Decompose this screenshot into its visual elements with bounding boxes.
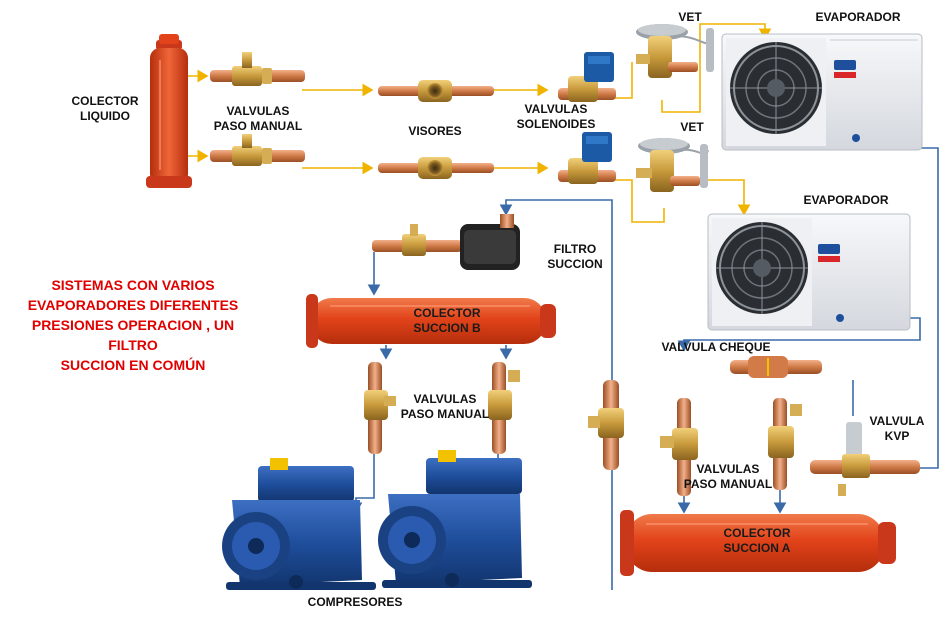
suction-collector-a bbox=[620, 510, 896, 576]
label-line: SUCCION bbox=[547, 257, 603, 271]
suction-line-main bbox=[499, 199, 613, 590]
label-line: KVP bbox=[884, 429, 910, 443]
liquid-line-9 bbox=[661, 23, 772, 113]
compressor-2 bbox=[378, 450, 532, 588]
manual-valve-top-2 bbox=[210, 134, 305, 166]
label-compresores: COMPRESORES bbox=[300, 595, 410, 610]
title-line: SISTEMAS CON VARIOS bbox=[51, 277, 215, 293]
label-line: VALVULA CHEQUE bbox=[661, 340, 771, 354]
label-valvulas-solenoides: VALVULAS SOLENOIDES bbox=[512, 102, 600, 132]
label-line: SOLENOIDES bbox=[516, 117, 596, 131]
title-line: EVAPORADORES DIFERENTES bbox=[27, 297, 239, 313]
label-line: COLECTOR bbox=[71, 94, 139, 108]
label-line: LIQUIDO bbox=[80, 109, 130, 123]
manual-valve-mid-1 bbox=[364, 362, 396, 454]
manual-valve-right-1 bbox=[660, 398, 698, 496]
expansion-valve-bottom bbox=[636, 138, 709, 192]
label-line: VALVULAS bbox=[413, 392, 477, 406]
label-line: PASO MANUAL bbox=[400, 407, 490, 421]
manual-valve-top-1 bbox=[210, 52, 305, 86]
liquid-line-8 bbox=[612, 179, 665, 223]
label-evaporador-bottom: EVAPORADOR bbox=[796, 193, 896, 208]
label-line: VET bbox=[678, 10, 702, 24]
suction-filter bbox=[372, 214, 520, 270]
evaporator-bottom bbox=[707, 213, 911, 331]
liquid-lines bbox=[185, 23, 772, 223]
label-line: VISORES bbox=[408, 124, 462, 138]
manual-valve-right-2 bbox=[768, 398, 802, 490]
sight-glass-2 bbox=[378, 157, 494, 179]
label-line: COLECTOR bbox=[723, 526, 791, 540]
label-line: SUCCION A bbox=[723, 541, 791, 555]
evaporator-top bbox=[721, 33, 923, 151]
label-line: VALVULAS bbox=[226, 104, 290, 118]
label-vet-bottom: VET bbox=[672, 120, 712, 135]
label-line: PASO MANUAL bbox=[683, 477, 773, 491]
label-colector-succion-a: COLECTOR SUCCION A bbox=[712, 526, 802, 556]
suction-collector-b bbox=[306, 294, 556, 348]
diagram-title: SISTEMAS CON VARIOS EVAPORADORES DIFEREN… bbox=[8, 275, 258, 375]
expansion-valve-top bbox=[636, 24, 714, 78]
label-vet-top: VET bbox=[670, 10, 710, 25]
suction-line-evap-bottom bbox=[677, 317, 921, 352]
manual-valve-mid-2 bbox=[488, 362, 520, 454]
label-valvulas-paso-manual-top: VALVULAS PASO MANUAL bbox=[208, 104, 308, 134]
compressor-1 bbox=[222, 458, 376, 590]
solenoid-valve-2 bbox=[558, 132, 616, 184]
kvp-valve bbox=[810, 422, 920, 496]
label-line: VALVULAS bbox=[696, 462, 760, 476]
label-evaporador-top: EVAPORADOR bbox=[808, 10, 908, 25]
liquid-line-10 bbox=[700, 179, 751, 216]
label-line: FILTRO bbox=[553, 242, 597, 256]
label-visores: VISORES bbox=[400, 124, 470, 139]
label-line: COLECTOR bbox=[413, 306, 481, 320]
label-line: EVAPORADOR bbox=[815, 10, 901, 24]
liquid-collector bbox=[146, 34, 192, 188]
label-line: VALVULAS bbox=[524, 102, 588, 116]
label-line: SUCCION B bbox=[413, 321, 481, 335]
label-colector-succion-b: COLECTOR SUCCION B bbox=[402, 306, 492, 336]
label-colector-liquido: COLECTOR LIQUIDO bbox=[70, 94, 140, 124]
title-line: PRESIONES OPERACION , UN FILTRO bbox=[31, 317, 235, 353]
label-line: VALVULA bbox=[869, 414, 925, 428]
suction-line-valve bbox=[588, 380, 624, 470]
solenoid-valve-1 bbox=[558, 52, 616, 102]
liquid-line-7 bbox=[612, 62, 633, 99]
label-line: COMPRESORES bbox=[307, 595, 403, 609]
title-line: SUCCION EN COMÚN bbox=[60, 357, 206, 373]
sight-glass-1 bbox=[378, 80, 494, 102]
label-line: VET bbox=[680, 120, 704, 134]
label-filtro-succion: FILTRO SUCCION bbox=[540, 242, 610, 272]
label-line: PASO MANUAL bbox=[213, 119, 303, 133]
label-valvula-kvp: VALVULA KVP bbox=[862, 414, 932, 444]
label-valvula-cheque: VALVULA CHEQUE bbox=[656, 340, 776, 355]
check-valve bbox=[730, 356, 822, 378]
label-valvulas-paso-manual-mid: VALVULAS PASO MANUAL bbox=[400, 392, 490, 422]
label-valvulas-paso-manual-right: VALVULAS PASO MANUAL bbox=[680, 462, 776, 492]
label-line: EVAPORADOR bbox=[803, 193, 889, 207]
